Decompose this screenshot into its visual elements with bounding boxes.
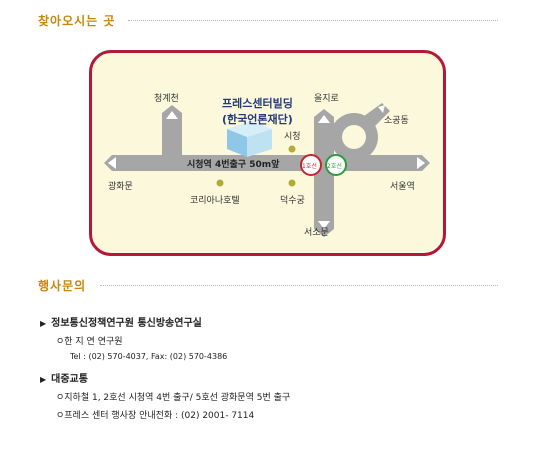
transit-heading: ▶ 대중교통	[40, 370, 88, 385]
contact-phones: Tel : (02) 570-4037, Fax: (02) 570-4386	[70, 352, 228, 361]
inquiry-title: 행사문의	[38, 279, 87, 293]
building-name: 프레스센터빌딩	[222, 97, 293, 110]
road-label: 시청역 4번출구 50m앞	[187, 160, 280, 170]
building-subname: (한국언론재단)	[222, 113, 293, 126]
line2-marker	[325, 154, 347, 176]
road-map	[104, 103, 430, 237]
arrow-right-icon	[417, 157, 425, 169]
line2-label: 2호선	[327, 163, 342, 170]
label-deoksugung: 덕수궁	[280, 196, 305, 206]
arrow-up-icon	[166, 111, 178, 119]
euljiro-road	[314, 109, 334, 237]
label-sogongdong: 소공동	[384, 116, 409, 126]
label-seosomun: 서소문	[304, 228, 329, 238]
triangle-bullet-icon: ▶	[40, 319, 47, 328]
transit-title: 대중교통	[51, 374, 88, 385]
cheonggyecheon-road	[162, 105, 182, 171]
building-icon	[227, 121, 272, 157]
transit-info: ㅇ지하철 1, 2호선 시청역 4번 출구/ 5호선 광화문역 5번 출구	[56, 393, 291, 403]
label-cityhall: 시청	[284, 132, 301, 142]
label-cheonggyecheon: 청계천	[154, 94, 179, 104]
arrow-down-icon	[318, 221, 330, 229]
title-divider	[128, 20, 498, 21]
cityhall-marker	[288, 145, 296, 153]
arrow-up-icon	[318, 115, 330, 123]
org-name: 정보통신정책연구원 통신방송연구실	[51, 318, 202, 329]
location-map: 청계천 을지로 소공동 프레스센터빌딩 (한국언론재단) 시청 시청역 4번출구…	[89, 50, 446, 256]
line1-marker	[300, 154, 322, 176]
deoksugung-marker	[288, 179, 296, 187]
inquiry-divider	[100, 285, 498, 286]
label-seoul-station: 서울역	[390, 182, 415, 192]
venue-phone: ㅇ프레스 센터 행사장 안내전화 : (02) 2001- 7114	[56, 411, 255, 421]
arrow-left-icon	[108, 157, 116, 169]
contact-person: ㅇ한 지 연 연구원	[56, 337, 123, 347]
arrow-upright-icon	[378, 105, 385, 113]
directions-title: 찾아오시는 곳	[38, 14, 116, 28]
label-koreana-hotel: 코리아나호텔	[190, 196, 240, 206]
org-heading: ▶ 정보통신정책연구원 통신방송연구실	[40, 314, 202, 329]
label-euljiro: 을지로	[314, 94, 339, 104]
label-gwanghwamun: 광화문	[108, 182, 133, 192]
koreana-marker	[216, 179, 224, 187]
triangle-bullet-icon: ▶	[40, 375, 47, 384]
line1-label: 1호선	[302, 163, 317, 170]
